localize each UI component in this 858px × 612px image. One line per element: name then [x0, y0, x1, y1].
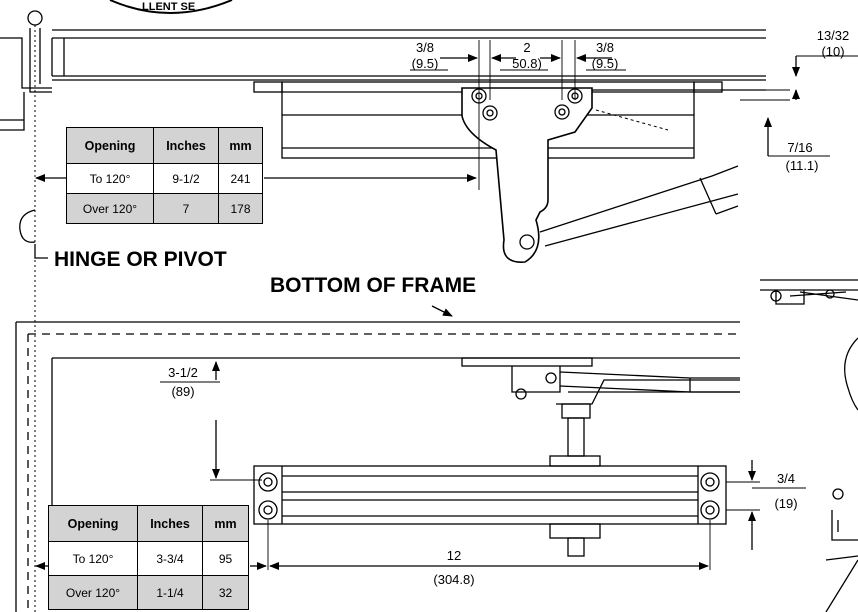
dim-length-mm: (304.8)	[433, 572, 474, 587]
dim-a-mm: (9.5)	[412, 56, 439, 71]
hinge-pin-icon	[27, 10, 43, 26]
top-dimensions: 3/8 (9.5) 2 50.8) 3/8 (9.5) 13/32 (10) 7…	[412, 28, 850, 173]
table-row: Over 120° 1-1/4 32	[48, 575, 249, 610]
closer-body-top	[281, 81, 695, 159]
table-cell: To 120°	[48, 541, 138, 576]
table-row: Over 120° 7 178	[66, 193, 263, 224]
closer-arm	[539, 165, 739, 247]
table-cell: Over 120°	[48, 575, 138, 610]
table-cell: Over 120°	[66, 193, 154, 224]
table-cell: 32	[202, 575, 249, 610]
table-cell: 241	[218, 163, 263, 194]
dim-b-mm: 50.8)	[512, 56, 542, 71]
table-row: To 120° 3-3/4 95	[48, 541, 249, 576]
dim-a-fraction: 3/8	[416, 40, 434, 55]
arm-bracket	[461, 87, 593, 263]
dim-spacing-mm: (19)	[774, 496, 797, 511]
side-detail-top	[760, 279, 858, 305]
top-spec-table: Opening Inches mm To 120° 9-1/2 241 Over…	[66, 127, 263, 224]
jamb-section	[0, 37, 52, 131]
closer-body	[253, 465, 727, 525]
dim-e-mm: (11.1)	[786, 158, 819, 173]
bottom-table-header-opening: Opening	[48, 505, 138, 542]
table-cell: To 120°	[66, 163, 154, 194]
dim-c-fraction: 3/8	[596, 40, 614, 55]
dim-b-fraction: 2	[523, 40, 530, 55]
frame-label: BOTTOM OF FRAME	[270, 274, 476, 297]
table-cell: 95	[202, 541, 249, 576]
bottom-table-header-inches: Inches	[137, 505, 203, 542]
top-table-header-inches: Inches	[153, 127, 219, 164]
bottom-spec-table: Opening Inches mm To 120° 3-3/4 95 Over …	[48, 505, 249, 610]
dim-e-fraction: 7/16	[787, 140, 812, 155]
bottom-view	[15, 279, 858, 612]
dim-c-mm: (9.5)	[592, 56, 619, 71]
hinge-icon	[19, 209, 48, 259]
hinge-label: HINGE OR PIVOT	[54, 248, 227, 271]
dim-height-mm: (89)	[171, 384, 194, 399]
bottom-dimensions: 3-1/2 (89) 3/4 (19) 12 (304.8)	[168, 365, 797, 587]
table-cell: 7	[153, 193, 219, 224]
dim-length-fraction: 12	[447, 548, 461, 563]
lower-arm	[559, 371, 740, 393]
table-row: To 120° 9-1/2 241	[66, 163, 263, 194]
stamp-seal	[109, 0, 233, 14]
stamp-text: LLENT SE	[142, 1, 195, 13]
table-cell: 178	[218, 193, 263, 224]
table-cell: 1-1/4	[137, 575, 203, 610]
dim-spacing-fraction: 3/4	[777, 471, 795, 486]
table-cell: 9-1/2	[153, 163, 219, 194]
dim-height-fraction: 3-1/2	[168, 365, 198, 380]
dim-d-fraction: 13/32	[817, 28, 850, 43]
top-table-header-mm: mm	[218, 127, 263, 164]
top-table-header-opening: Opening	[66, 127, 154, 164]
table-cell: 3-3/4	[137, 541, 203, 576]
bottom-table-header-mm: mm	[202, 505, 249, 542]
side-detail-bottom	[825, 510, 858, 612]
dim-d-mm: (10)	[821, 44, 844, 59]
